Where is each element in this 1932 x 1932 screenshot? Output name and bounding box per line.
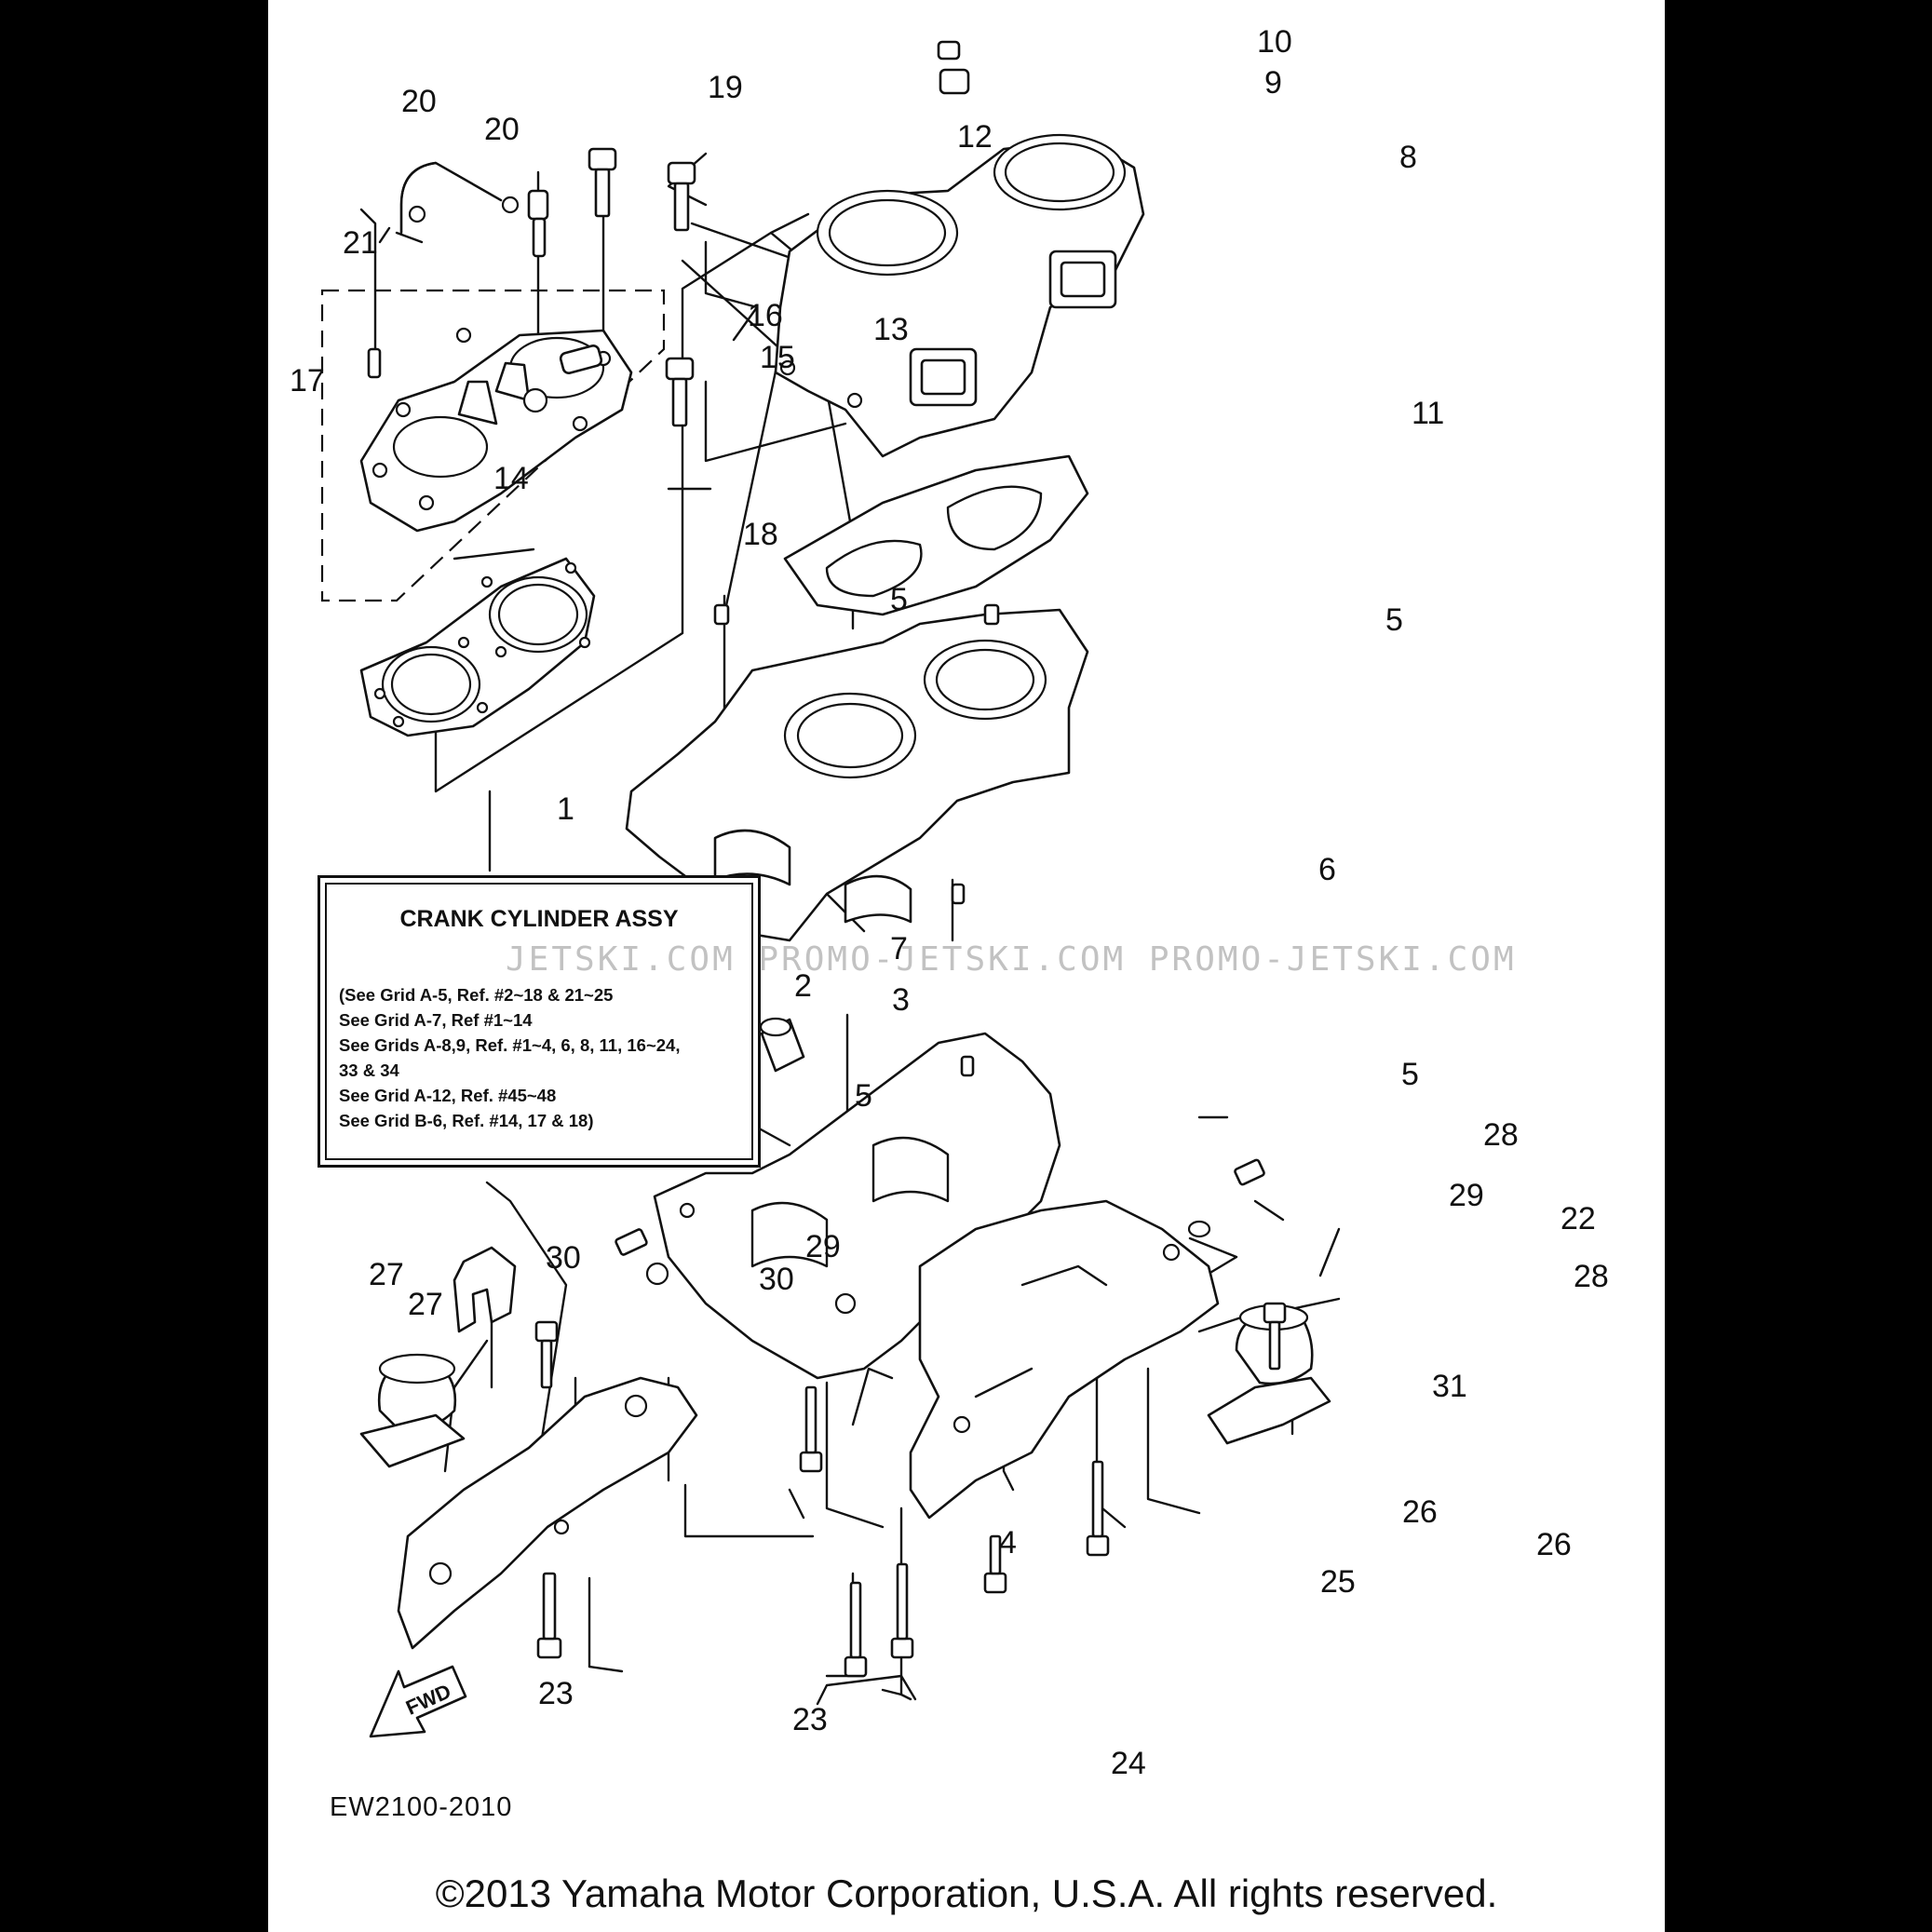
legend-line: See Grid B-6, Ref. #14, 17 & 18)	[339, 1111, 594, 1130]
left-mount-bracket	[397, 1376, 698, 1650]
callout-number: 6	[1318, 852, 1336, 887]
crankcase-upper	[625, 603, 1089, 942]
callout-number: 22	[1560, 1201, 1596, 1236]
cylinder-block	[774, 133, 1145, 458]
legend-line: (See Grid A-5, Ref. #2~18 & 21~25	[339, 985, 614, 1005]
callout-number: 23	[792, 1702, 828, 1737]
callout-number: 9	[1264, 65, 1282, 101]
callout-number: 13	[873, 312, 909, 347]
callout-number: 27	[408, 1287, 443, 1322]
forward-arrow: FWD	[369, 1665, 467, 1738]
bushing	[759, 1017, 805, 1073]
callout-number: 1	[557, 791, 574, 827]
callout-number: 20	[401, 84, 437, 119]
legend-box: CRANK CYLINDER ASSY (See Grid A-5, Ref. …	[317, 875, 761, 1168]
cylinder-head	[359, 327, 633, 533]
parts-diagram: FWD 123455556789101112131415161718192020…	[290, 24, 1609, 1781]
callout-number: 17	[290, 363, 325, 399]
callout-number: 12	[957, 119, 993, 155]
callout-number: 4	[999, 1525, 1017, 1560]
callout-number: 20	[484, 112, 520, 147]
callout-number: 16	[748, 298, 783, 333]
callout-number: 28	[1574, 1259, 1609, 1294]
callout-number: 29	[805, 1229, 841, 1264]
right-mount-bracket	[909, 1199, 1220, 1520]
callout-number: 29	[1449, 1178, 1484, 1213]
callout-number: 5	[890, 582, 908, 617]
callout-number: 21	[343, 225, 378, 261]
legend-title: CRANK CYLINDER ASSY	[399, 906, 679, 932]
legend-lines: (See Grid A-5, Ref. #2~18 & 21~25 See Gr…	[339, 982, 745, 1133]
callout-number: 19	[708, 70, 743, 105]
head-gasket	[359, 557, 596, 737]
legend-line: 33 & 34	[339, 1061, 399, 1080]
bolts	[534, 1158, 1287, 1678]
callout-number: 31	[1432, 1369, 1467, 1404]
mount-stopper	[453, 1246, 517, 1333]
watermark: JETSKI.COM PROMO-JETSKI.COM PROMO-JETSKI…	[506, 940, 1517, 979]
callout-number: 27	[369, 1257, 404, 1292]
callout-number: 25	[1320, 1564, 1356, 1600]
hose	[399, 161, 520, 235]
legend-line: See Grids A-8,9, Ref. #1~4, 6, 8, 11, 16…	[339, 1035, 681, 1055]
callout-number: 5	[1385, 602, 1403, 638]
callout-number: 30	[759, 1262, 794, 1297]
legend-line: See Grid A-7, Ref #1~14	[339, 1010, 533, 1030]
callout-number: 8	[1399, 140, 1417, 175]
callout-number: 7	[890, 931, 908, 966]
callout-number: 23	[538, 1676, 574, 1711]
callout-number: 15	[760, 340, 795, 375]
callout-number: 30	[546, 1240, 581, 1276]
copyright: ©2013 Yamaha Motor Corporation, U.S.A. A…	[435, 1871, 1498, 1915]
callout-number: 10	[1257, 24, 1292, 60]
callout-number: 2	[794, 968, 812, 1004]
diagram-code: EW2100-2010	[330, 1792, 513, 1822]
callout-number: 26	[1536, 1527, 1572, 1562]
callout-number: 26	[1402, 1494, 1438, 1530]
crankcase-lower	[653, 1032, 1061, 1380]
callout-number: 5	[1401, 1057, 1419, 1092]
callout-number: 18	[743, 517, 778, 552]
legend-line: See Grid A-12, Ref. #45~48	[339, 1086, 557, 1105]
callout-number: 5	[855, 1078, 872, 1114]
base-gasket	[783, 454, 1089, 616]
small-hardware	[367, 40, 970, 427]
callout-number: 28	[1483, 1117, 1519, 1153]
callout-number: 11	[1412, 396, 1444, 431]
callout-number: 14	[493, 461, 529, 496]
callout-number: 3	[892, 982, 910, 1018]
callout-number: 24	[1111, 1746, 1146, 1781]
